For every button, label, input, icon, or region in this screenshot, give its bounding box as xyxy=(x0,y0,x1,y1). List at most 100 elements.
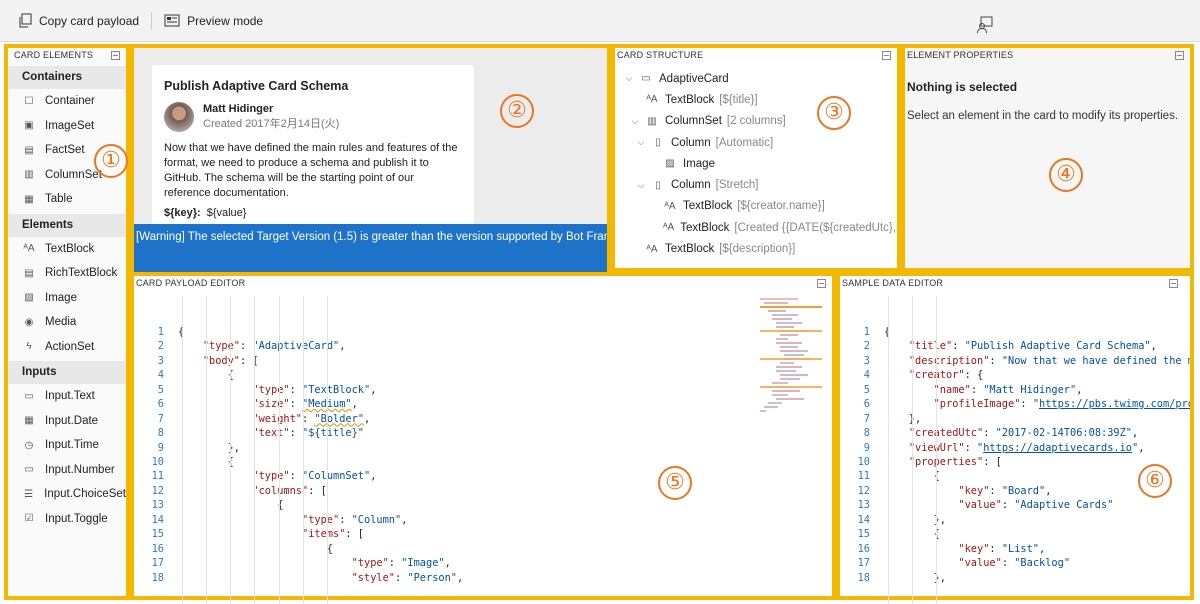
element-label: ColumnSet xyxy=(45,168,102,181)
element-input-toggle[interactable]: ☑ Input.Toggle xyxy=(8,507,126,532)
tree-node-label: ColumnSet xyxy=(665,115,722,128)
tree-node-column[interactable]: ⌵▯Column[Stretch] xyxy=(615,174,897,195)
element-imageset[interactable]: ▣ImageSet xyxy=(8,114,126,139)
element-properties-title: ELEMENT PROPERTIES xyxy=(905,48,1190,64)
chevron-down-icon[interactable]: ⌵ xyxy=(637,137,645,148)
element-columnset[interactable]: ▥ ColumnSet xyxy=(8,163,126,188)
element-label: Image xyxy=(45,291,77,304)
element-input-time[interactable]: ◷Input.Time xyxy=(8,433,126,458)
collapse-icon[interactable] xyxy=(882,51,891,60)
tree-node-label: Column xyxy=(671,136,711,149)
marker-5: ⑤ xyxy=(658,466,692,500)
marker-4: ④ xyxy=(1049,158,1083,192)
code-minimap[interactable] xyxy=(758,296,822,436)
tree-node-meta: [${title}] xyxy=(719,93,758,106)
preview-mode-button[interactable]: Preview mode xyxy=(160,7,267,35)
element-label: Media xyxy=(45,316,77,329)
preview-mode-label: Preview mode xyxy=(187,13,264,28)
code-line: 8 "createdUtc": "2017-02-14T06:08:39Z", xyxy=(863,427,1139,440)
element-input-date[interactable]: ▦Input.Date xyxy=(8,409,126,434)
tree-node-meta: [${creator.name}] xyxy=(737,200,825,213)
collapse-icon[interactable] xyxy=(817,279,826,288)
media-icon: ◉ xyxy=(24,316,34,328)
element-table[interactable]: ▦Table xyxy=(8,187,126,212)
column-icon: ▯ xyxy=(655,179,661,191)
code-line: 18 }, xyxy=(857,571,946,584)
element-label: Input.Text xyxy=(45,390,95,403)
element-label: Table xyxy=(45,193,73,206)
chevron-down-icon[interactable]: ⌵ xyxy=(631,115,639,126)
code-line: 7 }, xyxy=(863,412,922,425)
code-line: 1{ xyxy=(863,325,891,338)
code-line: 17 "value": "Backlog" xyxy=(857,557,1071,570)
marker-2: ② xyxy=(500,94,534,128)
code-line: 14 "type": "Column", xyxy=(151,513,408,526)
element-label: Input.Toggle xyxy=(45,512,108,525)
collapse-icon[interactable] xyxy=(1169,279,1178,288)
tree-node-meta: [Automatic] xyxy=(715,136,774,149)
category-elements: Elements xyxy=(8,213,126,237)
chevron-down-icon[interactable]: ⌵ xyxy=(637,179,645,190)
card-structure-title: CARD STRUCTURE xyxy=(615,48,897,64)
tree-node-meta: [${description}] xyxy=(719,243,796,256)
payload-code-editor[interactable]: 1{2 "type": "AdaptiveCard",3 "body": [4 … xyxy=(134,296,832,604)
card-elements-title: CARD ELEMENTS xyxy=(8,48,126,64)
element-label: Input.Date xyxy=(45,414,99,427)
element-label: Container xyxy=(45,95,95,108)
tree-node-label: Image xyxy=(683,157,715,170)
tree-node-label: TextBlock xyxy=(665,93,715,106)
element-container[interactable]: ☐Container xyxy=(8,89,126,114)
element-palette: Containers☐Container▣ImageSet▤FactSet ▥ Co… xyxy=(8,66,126,531)
imageset-icon: ▣ xyxy=(24,120,34,132)
adaptive-card-preview[interactable]: Publish Adaptive Card Schema Matt Hiding… xyxy=(152,65,474,225)
code-line: 13 "value": "Adaptive Cards" xyxy=(857,499,1114,512)
element-input-number[interactable]: ▭Input.Number xyxy=(8,458,126,483)
textblock-icon: ᴬA xyxy=(663,222,675,234)
code-line: 7 "weight": "Bolder", xyxy=(157,412,371,425)
tree-node-image[interactable]: ▨ Image xyxy=(615,153,897,174)
feedback-icon xyxy=(977,16,993,34)
image-icon: ▨ xyxy=(665,158,675,170)
copy-icon xyxy=(19,13,32,28)
chevron-down-icon[interactable]: ⌵ xyxy=(625,73,633,84)
tree-node-columnset[interactable]: ⌵▥ColumnSet[2 columns] xyxy=(615,111,897,132)
author-date: Created 2017年2月14日(火) xyxy=(203,118,340,130)
code-line: 12 "columns": [ xyxy=(151,484,327,497)
code-line: 16 "key": "List", xyxy=(857,542,1046,555)
collapse-icon[interactable] xyxy=(1175,51,1184,60)
collapse-icon[interactable] xyxy=(111,51,120,60)
code-line: 10 "properties": [ xyxy=(857,455,1002,468)
tree-node-adaptivecard[interactable]: ⌵▭AdaptiveCard xyxy=(615,68,897,89)
data-code-editor[interactable]: 1{2 "title": "Publish Adaptive Card Sche… xyxy=(840,296,1190,604)
category-containers: Containers xyxy=(8,66,126,89)
columnset-icon: ▥ xyxy=(24,169,34,181)
card-title: Publish Adaptive Card Schema xyxy=(164,79,349,93)
code-line: 10 { xyxy=(151,455,234,468)
preview-icon xyxy=(164,14,180,27)
feedback-button[interactable] xyxy=(976,16,994,37)
card-icon: ▭ xyxy=(641,73,651,85)
element-input-text[interactable]: ▭Input.Text xyxy=(8,384,126,409)
copy-payload-button[interactable]: Copy card payload xyxy=(14,7,143,35)
code-line: 9 }, xyxy=(157,441,240,454)
marker-3: ③ xyxy=(817,96,851,130)
checkbox-icon: ☑ xyxy=(24,513,34,525)
tree-node-meta: [Created {{DATE(${createdUtc},SH xyxy=(734,221,897,234)
element-media[interactable]: ◉ Media xyxy=(8,310,126,335)
code-line: 14 }, xyxy=(857,513,946,526)
tree-node-column[interactable]: ⌵▯Column[Automatic] xyxy=(615,132,897,153)
element-input-choiceset[interactable]: ☰Input.ChoiceSet xyxy=(8,482,126,507)
clock-icon: ◷ xyxy=(24,439,34,451)
element-image[interactable]: ▨Image xyxy=(8,286,126,311)
element-factset[interactable]: ▤FactSet xyxy=(8,138,126,163)
element-richtextblock[interactable]: ▤RichTextBlock xyxy=(8,261,126,286)
toolbar: Copy card payload Preview mode xyxy=(0,0,1200,42)
code-line: 13 { xyxy=(151,499,284,512)
